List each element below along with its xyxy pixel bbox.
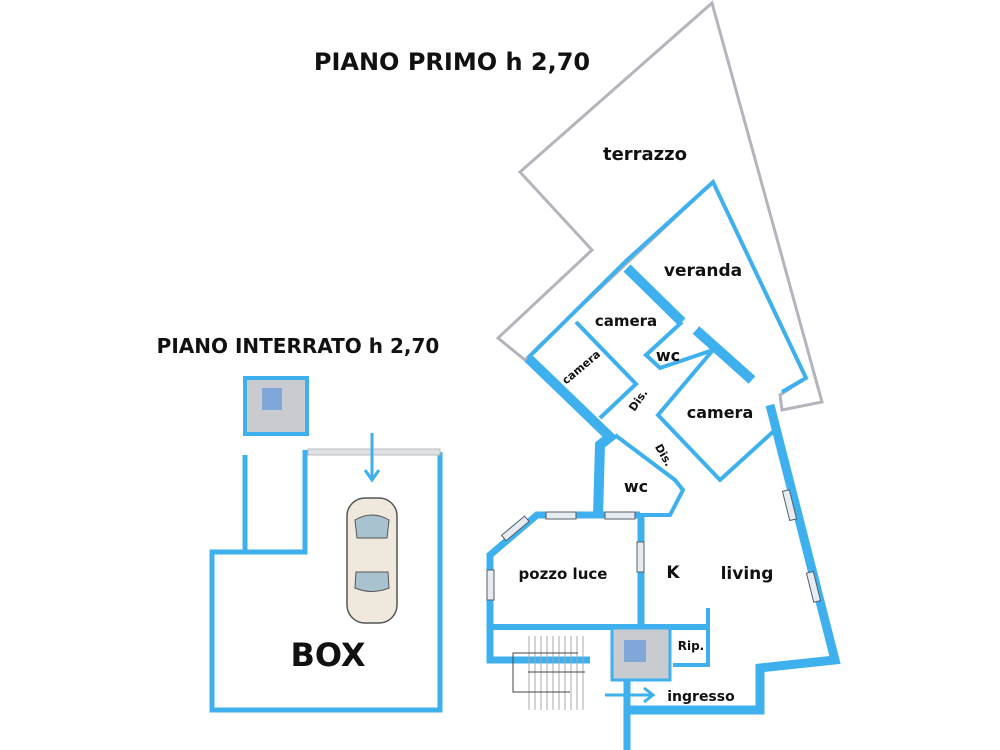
wall-interior-2 (643, 320, 714, 371)
room-camera-2: camera (560, 348, 603, 387)
veranda-wall (623, 178, 809, 394)
wall-camera-veranda (623, 264, 686, 326)
room-kitchen: K (666, 563, 680, 583)
room-wc-2: wc (624, 477, 648, 496)
window (545, 511, 577, 520)
window (636, 541, 645, 573)
room-veranda: veranda (664, 261, 742, 281)
room-pozzo-luce: pozzo luce (519, 565, 608, 583)
room-box: BOX (290, 636, 365, 674)
room-camera-3: camera (687, 403, 754, 422)
window (805, 570, 822, 603)
garage-door (307, 448, 441, 456)
window (781, 489, 798, 522)
room-ripostiglio: Rip. (678, 639, 705, 653)
terrace-outline (495, 0, 824, 412)
elevator-basement-window (262, 388, 282, 410)
room-camera-1: camera (595, 312, 657, 330)
wall-bedrooms-outer (524, 354, 618, 516)
wall-rip (673, 608, 710, 667)
entrance-arrow-icon (605, 686, 656, 704)
window (486, 569, 495, 601)
wall-interior-1 (574, 320, 639, 420)
room-living: living (721, 564, 774, 584)
room-ingresso: ingresso (667, 689, 735, 705)
wall-wc-2 (598, 433, 686, 517)
room-wc-1: wc (656, 346, 680, 365)
room-terrazzo: terrazzo (603, 144, 687, 165)
window (500, 515, 530, 542)
basement-wall (209, 450, 443, 713)
elevator-window (624, 640, 646, 662)
entry-arrow-icon (363, 433, 381, 483)
first-floor-title: PIANO PRIMO h 2,70 (314, 48, 590, 76)
wall-bedrooms-top (526, 260, 627, 360)
basement-title: PIANO INTERRATO h 2,70 (157, 334, 440, 358)
car-icon (346, 497, 398, 624)
window (604, 511, 636, 520)
wall-wc-veranda (692, 326, 756, 384)
wall-camera-3 (655, 348, 777, 483)
stairs-icon (512, 636, 585, 710)
